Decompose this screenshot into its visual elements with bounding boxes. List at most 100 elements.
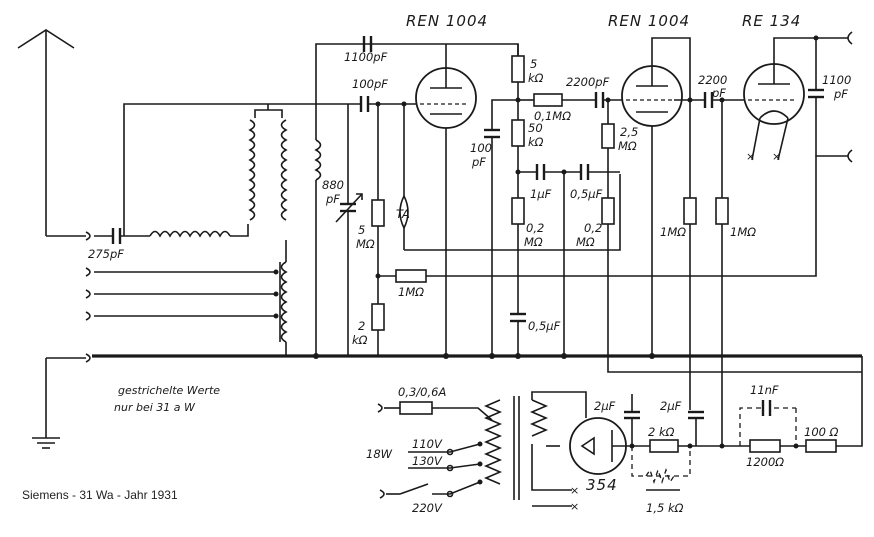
label-2200pf-a: 2200pF <box>566 75 610 89</box>
capacitor-2200pf-a <box>594 92 605 108</box>
label-11nf: 11nF <box>750 383 779 397</box>
label-05uf-low: 0,5μF <box>528 319 561 333</box>
label-2200-b: 2200 <box>698 73 727 87</box>
resistor-2kohm-filter <box>649 439 679 453</box>
label-05uf-mid: 0,5μF <box>570 187 603 201</box>
resistor-1mohm-grid <box>395 269 427 283</box>
antenna-symbol <box>17 29 91 241</box>
label-1100pf: 1100pF <box>344 50 388 64</box>
label-110v: 110V <box>412 437 443 451</box>
filament-mark-2: × <box>772 150 781 163</box>
label-130v: 130V <box>412 454 443 468</box>
pickup-ta <box>399 104 409 250</box>
capacitor-1100pf-out <box>808 88 824 99</box>
capacitor-05uf-mid <box>579 164 590 180</box>
mains-switch <box>399 483 429 495</box>
label-1m-a: 1MΩ <box>660 225 686 239</box>
label-25m: 2,5 <box>620 125 638 139</box>
label-2k-unit: kΩ <box>352 333 368 347</box>
label-1200: 1200Ω <box>746 455 784 469</box>
capacitor-275pf <box>111 228 122 244</box>
resistor-02mohm-b <box>601 197 615 225</box>
tube-ren1004-2 <box>621 65 683 127</box>
tube-label-3: RE 134 <box>742 12 801 30</box>
tube-label-rect: 354 <box>586 476 618 494</box>
resistor-1mohm-a <box>683 197 697 225</box>
resistor-25mohm <box>601 123 615 149</box>
rf-transformer <box>248 104 288 356</box>
label-880-unit: pF <box>325 192 340 206</box>
label-2kohm: 2 kΩ <box>648 425 675 439</box>
fuse <box>399 401 433 415</box>
resistor-2kohm <box>371 303 385 331</box>
label-02m-b: 0,2 <box>584 221 602 235</box>
image-caption: Siemens - 31 Wa - Jahr 1931 <box>22 488 178 502</box>
resistor-50kohm <box>511 119 525 147</box>
capacitor-1100pf <box>362 36 373 52</box>
capacitor-05uf-low <box>510 312 526 323</box>
tube-ren1004-1 <box>415 67 477 129</box>
label-5k: 5 <box>530 57 537 71</box>
label-5k-unit: kΩ <box>528 71 544 85</box>
tube-354-rectifier <box>569 417 650 475</box>
resistor-15kohm <box>645 467 675 485</box>
resistor-1mohm-b <box>715 197 729 225</box>
tube-label-1: REN 1004 <box>406 12 488 30</box>
label-2200-b-unit: pF <box>711 86 726 100</box>
label-2k: 2 <box>358 319 365 333</box>
tuning-inductor <box>314 139 322 181</box>
label-25m-unit: MΩ <box>618 139 637 153</box>
capacitor-100pf-grid <box>359 96 370 112</box>
label-5m-unit: MΩ <box>356 237 375 251</box>
resistor-5mohm <box>371 199 385 227</box>
tube-label-2: REN 1004 <box>608 12 690 30</box>
resistor-5kohm <box>511 55 525 83</box>
label-18w: 18W <box>366 447 393 461</box>
label-5m: 5 <box>358 223 365 237</box>
capacitor-11nf <box>761 400 772 416</box>
capacitor-2uf-a <box>624 410 640 420</box>
capacitor-2200pf-b <box>703 92 714 108</box>
label-02m-b-unit: MΩ <box>576 235 595 249</box>
mains-transformer <box>483 396 549 500</box>
label-100pf-left-unit: pF <box>471 155 486 169</box>
label-2uf-a: 2μF <box>594 399 616 413</box>
resistor-100ohm <box>805 439 837 453</box>
label-880: 880 <box>322 178 344 192</box>
ground-symbol <box>32 353 91 449</box>
capacitor-2uf-b <box>688 410 704 420</box>
label-100pf-left: 100 <box>470 141 492 155</box>
label-02m-a: 0,2 <box>526 221 544 235</box>
note-line-2: nur bei 31 a W <box>114 401 196 414</box>
input-inductor <box>149 230 231 238</box>
resistor-1200ohm <box>749 439 781 453</box>
label-1m-b: 1MΩ <box>730 225 756 239</box>
label-fuse: 0,3/0,6A <box>398 385 446 399</box>
label-1100-out: 1100 <box>822 73 851 87</box>
label-50k-unit: kΩ <box>528 135 544 149</box>
label-15k: 1,5 kΩ <box>646 501 684 515</box>
resistor-01mohm <box>533 93 563 107</box>
band-taps <box>85 267 279 321</box>
capacitor-1uf <box>535 164 546 180</box>
label-1m-grid: 1MΩ <box>398 285 424 299</box>
rect-mark-2: × <box>570 500 579 513</box>
label-100pf-grid: 100pF <box>352 77 388 91</box>
label-2uf-b: 2μF <box>660 399 682 413</box>
label-220v: 220V <box>412 501 443 515</box>
label-275pf: 275pF <box>88 247 124 261</box>
label-1uf: 1μF <box>530 187 552 201</box>
note-line-1: gestrichelte Werte <box>118 384 220 397</box>
label-1100-out-unit: pF <box>833 87 848 101</box>
label-02m-a-unit: MΩ <box>524 235 543 249</box>
rect-mark-1: × <box>570 484 579 497</box>
label-01m: 0,1MΩ <box>534 109 571 123</box>
tube-re134 <box>743 63 805 161</box>
label-100: 100 Ω <box>804 425 839 439</box>
resistor-02mohm-a <box>511 197 525 225</box>
capacitor-100pf-left <box>484 128 500 139</box>
label-50k: 50 <box>528 121 543 135</box>
label-ta: TA <box>396 207 410 221</box>
filament-mark-1: × <box>746 150 755 163</box>
